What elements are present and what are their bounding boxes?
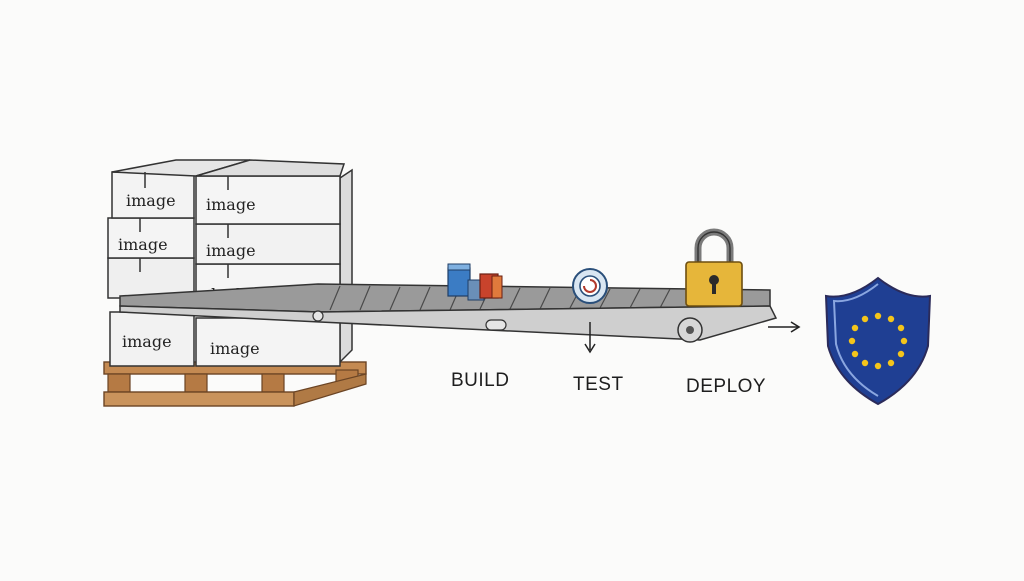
arrow-to-shield (768, 321, 801, 333)
stage-label-test: TEST (573, 374, 624, 395)
eu-shield-icon (824, 276, 932, 406)
box-label-bottom-left: image (122, 332, 172, 351)
stage-label-deploy: DEPLOY (686, 376, 767, 397)
padlock-icon (685, 228, 743, 307)
conveyor-belt (119, 283, 778, 354)
test-disc-icon (572, 268, 608, 304)
stacked-blocks-icon (447, 263, 503, 301)
box-label-mid-right: image (206, 241, 256, 260)
star-ring (848, 312, 908, 370)
stage-label-build: BUILD (451, 370, 510, 391)
box-label-top-left: image (126, 191, 176, 210)
box-label-mid-left: image (118, 235, 168, 254)
pallet (103, 361, 367, 407)
box-label-bottom-right: image (210, 339, 260, 358)
box-label-top-right: image (206, 195, 256, 214)
